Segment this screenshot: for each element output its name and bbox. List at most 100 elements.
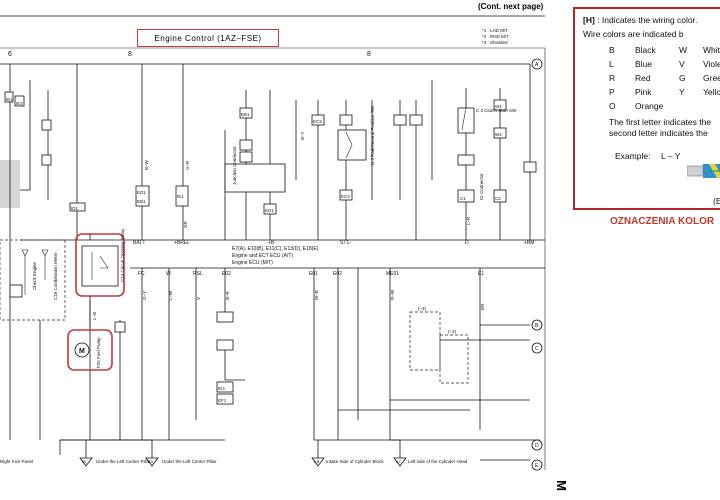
ig-label: IG Connector	[479, 173, 484, 200]
bus-label: E1	[478, 271, 484, 277]
bus-label: +B	[268, 240, 275, 246]
note: *1 : LHD M/T	[482, 28, 508, 33]
connector-code: EB1	[137, 199, 146, 204]
wire-code: L–B	[92, 312, 97, 320]
bus-label: E02	[222, 271, 231, 277]
edge-marker: B	[535, 323, 539, 329]
connector-code: W1	[495, 104, 502, 109]
ground-label: Under the Left Center Pillar	[162, 459, 217, 464]
side-marker: M	[553, 480, 569, 491]
ecu-label: E7(A), E10(B), E11(C), E13(D), E18(E)	[232, 246, 319, 252]
legend-color-code: L	[609, 59, 614, 69]
connector-code: EF1	[218, 398, 227, 403]
connector-code: ED1	[137, 190, 146, 195]
bus-label: D	[465, 240, 469, 246]
wire-code: B–W	[144, 159, 149, 170]
neutral-sw-label: N 3 Park/Neutral Position SW	[370, 105, 375, 165]
connector-code: IE4	[218, 386, 225, 391]
ground-label: Right Kick Panel	[0, 459, 33, 464]
ground-label: Under the Left Center Pillar	[96, 459, 151, 464]
wire-code: GR	[183, 220, 188, 228]
legend-color-name: Viole	[703, 59, 720, 69]
legend-example-label: Example:	[615, 151, 651, 161]
ground-label: Intake Side of Cylinder Block	[326, 459, 384, 464]
bus-label: FC	[138, 271, 145, 277]
wire-code: V	[196, 297, 201, 300]
edge-marker: A	[535, 62, 539, 68]
legend-color-name: Gree	[703, 73, 720, 83]
legend-intro: : Indicates the wiring color.	[597, 15, 698, 25]
legend-heading: OZNACZENIA KOLOR	[610, 216, 715, 227]
note: *3 : Shielded	[482, 40, 508, 45]
connector-code: EC3	[341, 194, 350, 199]
legend-note: The first letter indicates the	[609, 117, 712, 127]
connector-code: C2	[495, 196, 501, 201]
legend-color-name: Whit	[703, 45, 720, 55]
edge-marker: C	[535, 346, 539, 352]
connectors	[4, 91, 537, 405]
wire-color-legend: [H] : Indicates the wiring color. Wire c…	[573, 7, 720, 210]
connector-code: EB1	[241, 112, 250, 117]
circuit-opening-relay: C14 Circuit Opening Relay	[75, 228, 125, 330]
legend-corner: (E	[713, 196, 720, 206]
ground-code: IB	[82, 459, 86, 464]
legend-color-name: Blue	[635, 59, 653, 69]
wire-code: R–W	[390, 289, 395, 300]
combination-meter-label: C16 Combination Meter	[53, 252, 58, 300]
column-number: 8	[128, 51, 132, 58]
connector-code: IE1	[177, 194, 184, 199]
legend-color-code: R	[609, 73, 616, 83]
legend-line2: Wire colors are indicated b	[583, 29, 684, 39]
legend-note: second letter indicates the	[609, 128, 708, 138]
ground-code: EA	[148, 459, 154, 464]
wire-code: G–Y	[142, 291, 147, 300]
legend-code: [H]	[583, 15, 595, 25]
bus-label: +BREL	[174, 240, 190, 246]
dashed-box-label: (–3)	[448, 329, 457, 334]
bus-label: BATT	[133, 240, 145, 246]
switch-n3: N 3 Park/Neutral Position SW	[345, 105, 375, 165]
note: *2 : RHD M/T	[482, 34, 509, 39]
legend-color-code: P	[609, 87, 615, 97]
relay-label: C14 Circuit Opening Relay	[120, 228, 125, 282]
wire-code: G–R	[185, 160, 190, 170]
connector-code: ID1	[71, 206, 79, 211]
edge-marker: E	[535, 463, 539, 469]
bus-label: +BM	[524, 240, 534, 246]
ecu-label: Engine ECU (M/T)	[232, 260, 273, 266]
check-engine-label: Check Engine	[32, 261, 37, 290]
legend-color-code: G	[679, 73, 686, 83]
connector-code: C1	[460, 196, 466, 201]
legend-color-name: Pink	[635, 87, 652, 97]
ground-code: EC	[396, 459, 402, 464]
legend-example-value: L – Y	[661, 151, 681, 161]
connector-code: IE3	[16, 101, 23, 106]
legend-color-code: B	[609, 45, 615, 55]
continuation-label: (Cont. next page)	[478, 2, 544, 11]
legend-color-name: Yello	[703, 87, 720, 97]
grounds: IB EA EB EC Right Kick Panel Under the L…	[0, 439, 468, 467]
wire-code: B–R	[225, 290, 230, 300]
wire-code: B–Y	[300, 131, 305, 140]
junction-label: Junction Connector	[232, 146, 237, 185]
ecu-label: Engine and ECT ECU (A/T)	[232, 253, 293, 259]
wire-code: L–W	[168, 290, 173, 300]
bus-label: W	[166, 271, 171, 277]
connector-code: EC3	[313, 119, 322, 124]
fuel-pump-label: F25 Fuel Pump	[96, 337, 101, 368]
ground-code: EB	[314, 459, 320, 464]
legend-color-name: Red	[635, 73, 651, 83]
wire-code: W–B	[314, 290, 319, 300]
wire-sample-icon	[687, 164, 720, 178]
bus-label: ME01	[386, 271, 399, 277]
legend-color-name: Orange	[635, 101, 664, 111]
connector-code: IE1	[6, 97, 13, 102]
bus-label: E02	[333, 271, 342, 277]
bus-label: ST1-	[340, 240, 351, 246]
legend-color-name: Black	[635, 45, 656, 55]
column-number: 6	[8, 51, 12, 58]
wire-code: L–R	[466, 216, 471, 225]
edge-markers: A B C D E	[531, 58, 543, 471]
dashed-box-label: (–3)	[418, 306, 427, 311]
